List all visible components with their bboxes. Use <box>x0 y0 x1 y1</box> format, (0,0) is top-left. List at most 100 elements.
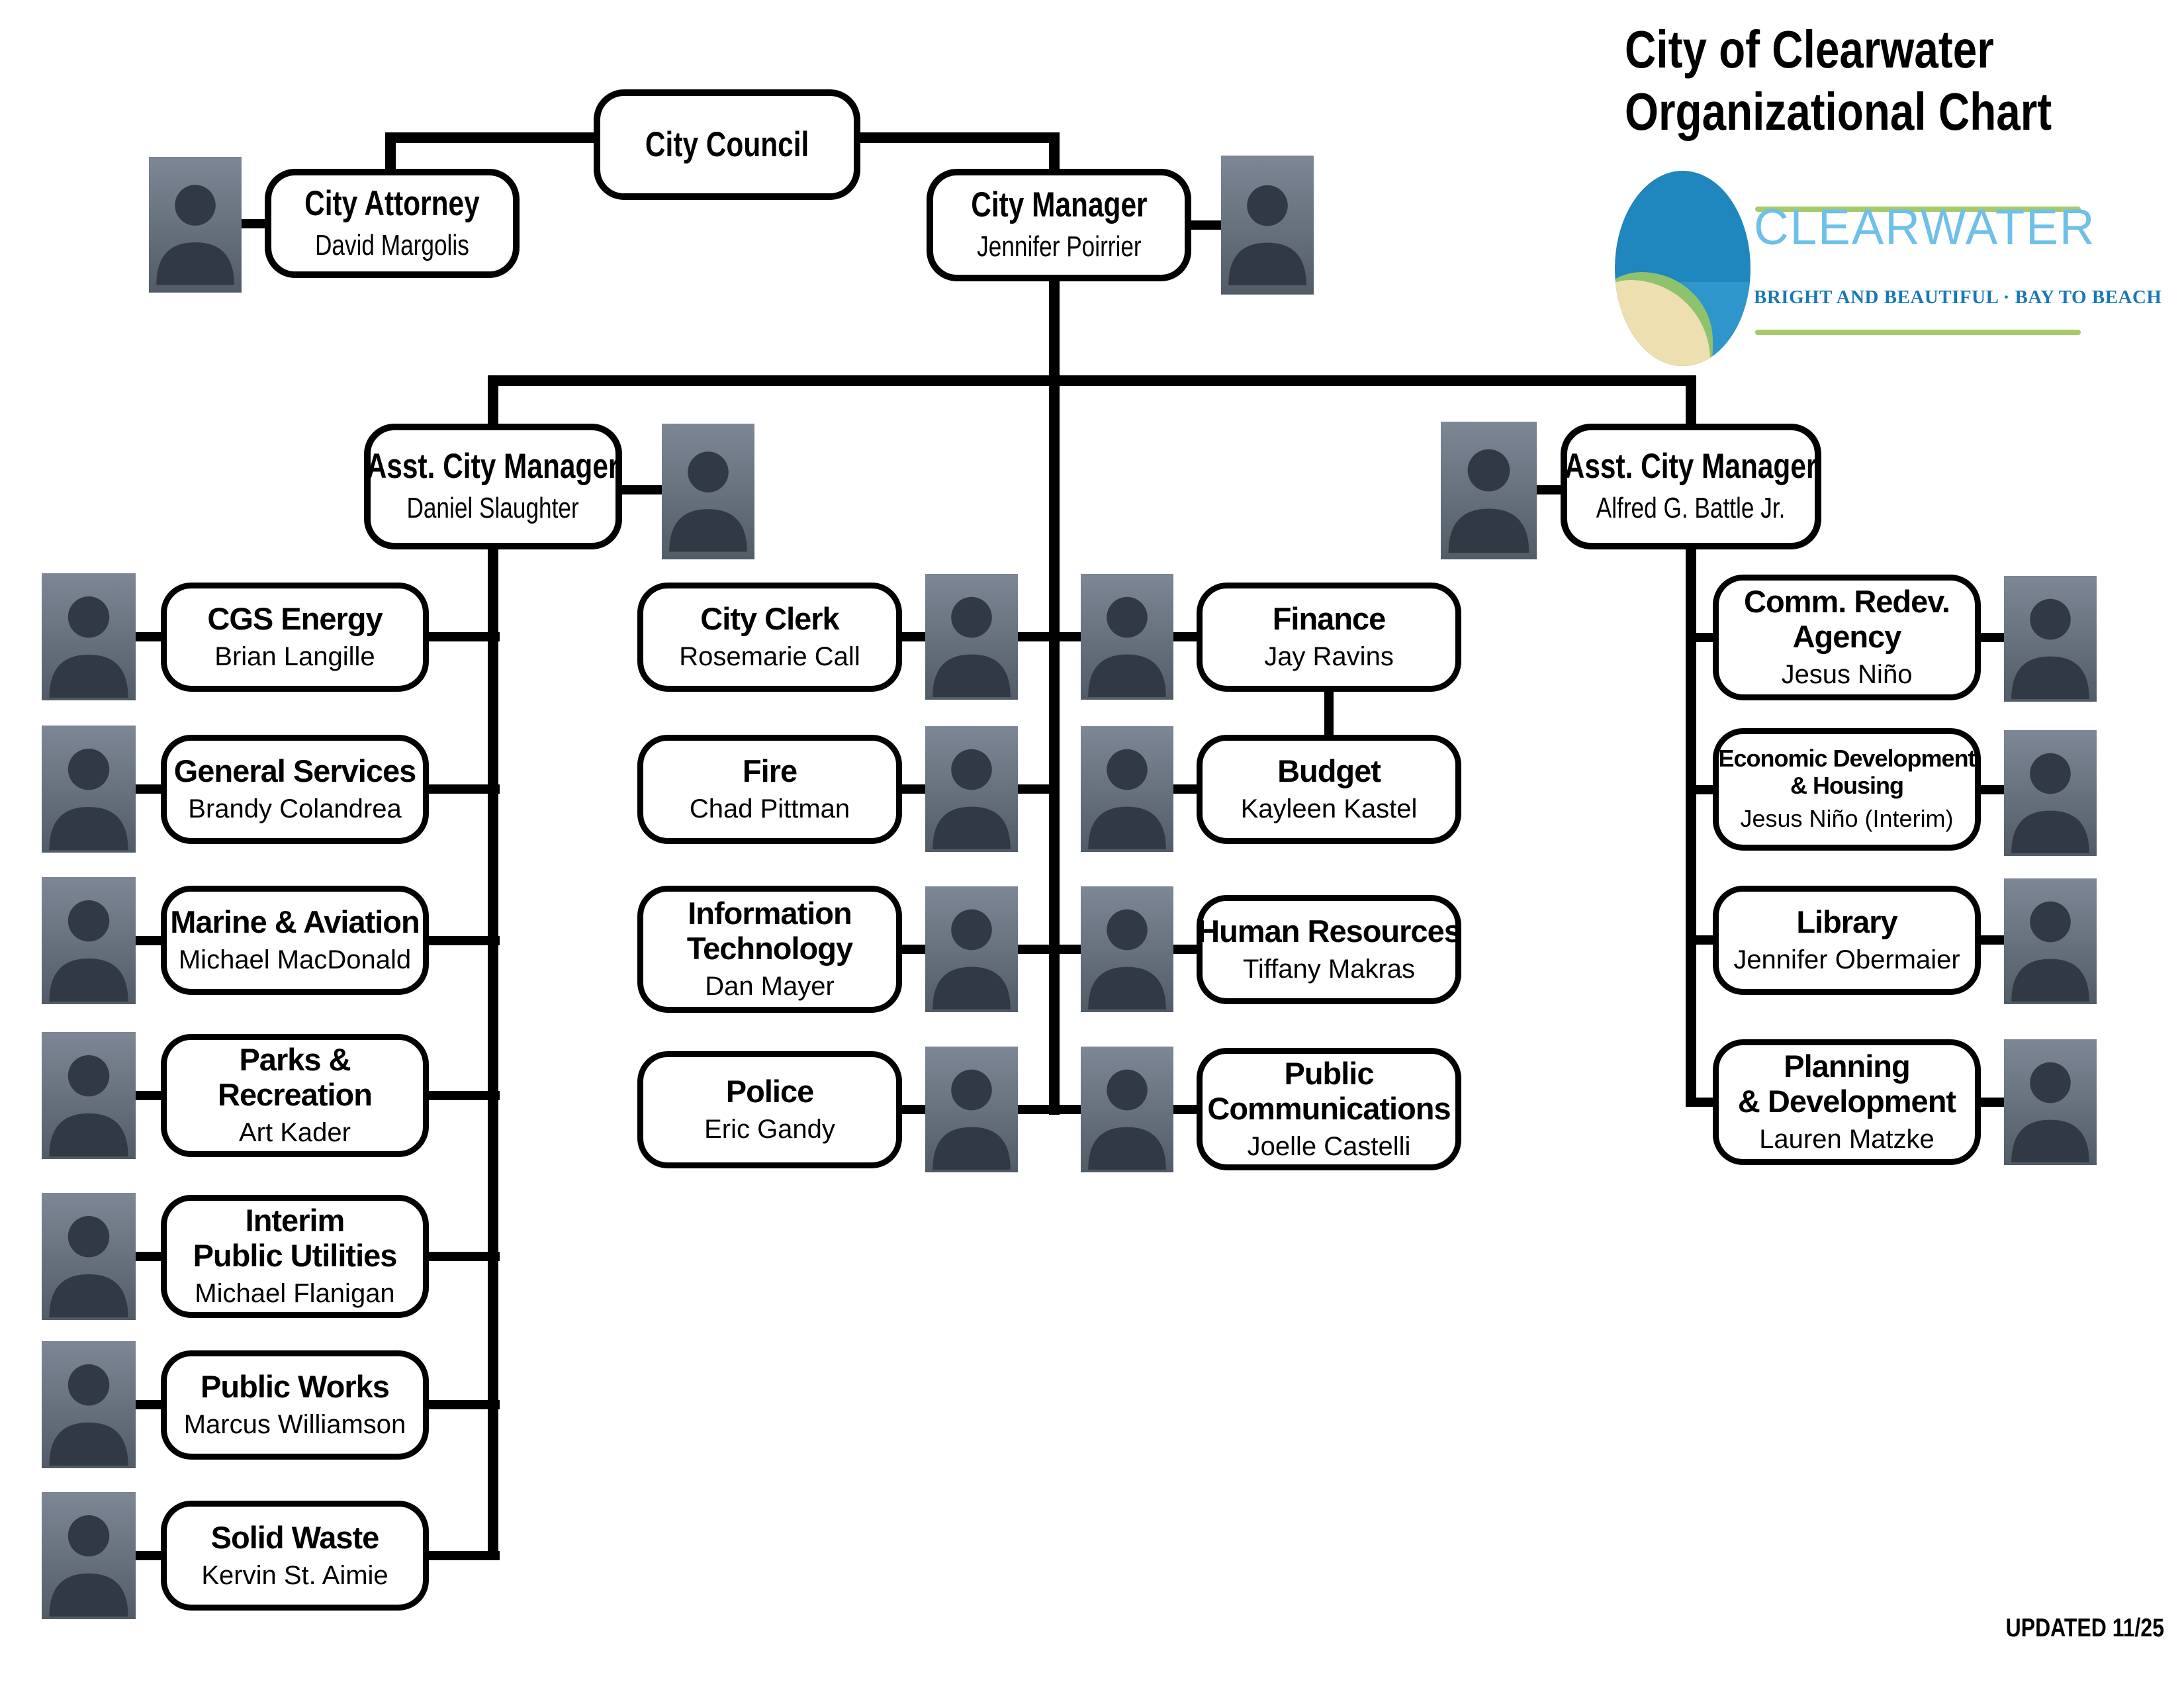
box-name: Michael Flanigan <box>195 1279 395 1309</box>
box-title: Information Technology <box>686 895 853 966</box>
photo-public-communications <box>1081 1047 1173 1172</box>
box-title: CGS Energy <box>207 601 383 637</box>
connector <box>1049 278 1060 1115</box>
photo-human-resources <box>1081 886 1173 1012</box>
box-name: Lauren Matzke <box>1759 1125 1934 1154</box>
photo-fire <box>925 726 1018 852</box>
box-title: Interim Public Utilities <box>193 1203 398 1274</box>
box-name: Jay Ravins <box>1264 642 1394 672</box>
box-name: Rosemarie Call <box>679 642 860 672</box>
person-silhouette-icon <box>1088 909 1166 1009</box>
photo-planning-development <box>2004 1039 2097 1165</box>
box-title: Comm. Redev. Agency <box>1744 583 1950 655</box>
box-name: Kervin St. Aimie <box>201 1560 388 1590</box>
box-title: Library <box>1796 904 1897 940</box>
box-title: Human Resources <box>1197 914 1461 949</box>
box-title: Planning & Development <box>1737 1048 1956 1119</box>
connector <box>1188 220 1225 230</box>
photo-city-manager <box>1221 156 1314 295</box>
person-silhouette-icon <box>2011 1062 2089 1162</box>
connector <box>385 132 396 174</box>
person-silhouette-icon <box>2011 901 2089 1002</box>
clearwater-logo: CLEARWATER BRIGHT AND BEAUTIFUL · BAY TO… <box>1615 165 2162 371</box>
box-title: Economic Development & Housing <box>1718 745 1976 800</box>
photo-general-services <box>42 726 136 853</box>
person-silhouette-icon <box>933 596 1011 697</box>
photo-city-clerk <box>925 574 1018 700</box>
box-title: Public Communications <box>1207 1055 1451 1126</box>
person-silhouette-icon <box>49 900 128 1002</box>
logo-rule-bottom <box>1755 330 2081 335</box>
updated-label: UPDATED 11/25 <box>2005 1614 2164 1642</box>
box-name: Joelle Castelli <box>1247 1131 1411 1161</box>
box-title: Marine & Aviation <box>170 904 420 940</box>
connector <box>1049 132 1060 174</box>
person-silhouette-icon <box>933 909 1011 1009</box>
connector <box>237 219 269 228</box>
box-name: Jennifer Obermaier <box>1733 945 1960 975</box>
box-name: Marcus Williamson <box>183 1410 406 1440</box>
connector <box>385 132 597 143</box>
person-silhouette-icon <box>1448 449 1529 553</box>
box-name: Chad Pittman <box>689 794 850 824</box>
node-city-council: City Council <box>594 89 860 200</box>
box-name: Eric Gandy <box>704 1115 835 1145</box>
box-name: Kayleen Kastel <box>1240 794 1418 824</box>
box-title: General Services <box>173 753 416 789</box>
logo-wordmark: CLEARWATER <box>1754 199 2096 256</box>
photo-library <box>2004 878 2097 1004</box>
box-name: Tiffany Makras <box>1242 955 1416 984</box>
box-name: Jesus Niño <box>1781 660 1913 690</box>
person-silhouette-icon <box>2011 753 2089 853</box>
connector <box>488 375 498 1560</box>
person-silhouette-icon <box>49 748 128 851</box>
photo-comm-redev-agency <box>2004 576 2097 702</box>
logo-tagline: BRIGHT AND BEAUTIFUL · BAY TO BEACH <box>1754 287 2162 308</box>
box-name: Brian Langille <box>214 642 375 672</box>
person-silhouette-icon <box>2011 598 2089 699</box>
box-name: Art Kader <box>239 1118 351 1148</box>
person-silhouette-icon <box>1088 596 1166 697</box>
box-name: Michael MacDonald <box>178 945 412 975</box>
photo-finance <box>1081 574 1173 700</box>
box-title: Finance <box>1272 601 1387 637</box>
photo-economic-development <box>2004 730 2097 856</box>
box-name: David Margolis <box>315 228 469 261</box>
page-title: City of Clearwater Organizational Chart <box>1625 20 2052 142</box>
person-silhouette-icon <box>933 749 1011 849</box>
connector <box>1686 375 1696 1107</box>
logo-rule-top <box>1755 207 2081 212</box>
photo-acm-right <box>1441 422 1537 559</box>
box-title: Asst. City Manager <box>1565 447 1817 487</box>
person-silhouette-icon <box>933 1069 1011 1170</box>
photo-cgs-energy <box>42 573 136 700</box>
person-silhouette-icon <box>1228 185 1306 285</box>
photo-city-attorney <box>149 157 242 293</box>
photo-budget <box>1081 726 1173 852</box>
person-silhouette-icon <box>49 1515 128 1617</box>
person-silhouette-icon <box>1088 1069 1166 1170</box>
connector <box>488 375 1696 386</box>
box-title: Public Works <box>201 1369 390 1405</box>
box-title: City Manager <box>970 185 1148 225</box>
photo-public-utilities <box>42 1193 136 1320</box>
person-silhouette-icon <box>669 451 747 552</box>
person-silhouette-icon <box>49 596 128 698</box>
box-title: City Council <box>645 124 809 164</box>
person-silhouette-icon <box>49 1364 128 1466</box>
